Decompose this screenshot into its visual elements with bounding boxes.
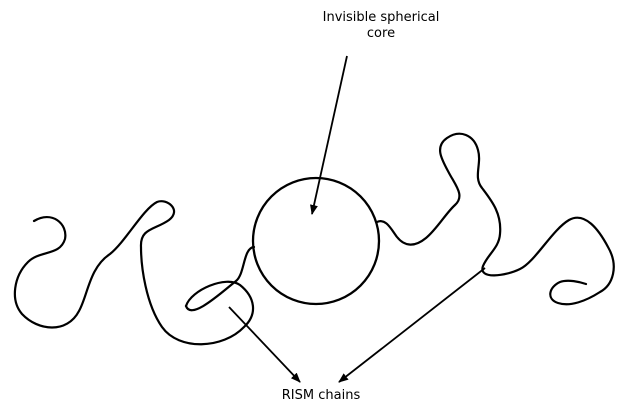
central-rism-chain: [186, 247, 254, 310]
spherical-core-label-line-1: Invisible spherical: [323, 10, 440, 26]
rism-chains-label: RISM chains: [282, 388, 360, 404]
left-rism-chain-fragment: [15, 201, 253, 344]
core-pointer-arrow: [312, 56, 347, 214]
right-rism-chain: [377, 134, 614, 304]
spherical-core-label: Invisible spherical core: [323, 10, 440, 41]
left-chain-pointer-arrow: [229, 307, 300, 382]
spherical-core-label-line-2: core: [323, 26, 440, 42]
